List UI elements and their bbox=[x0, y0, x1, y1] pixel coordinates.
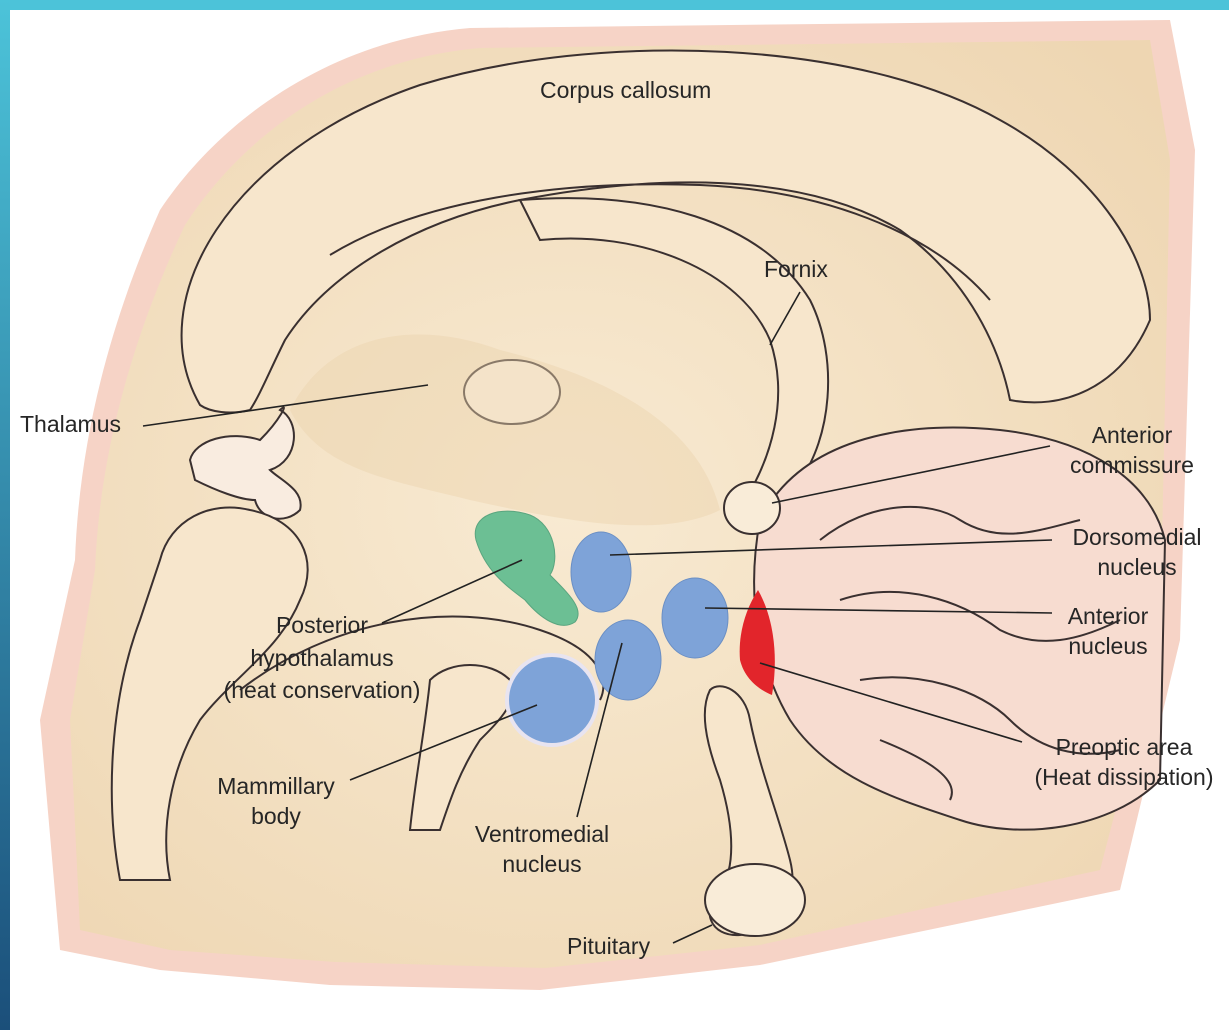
label-mammillary-line1: Mammillary bbox=[217, 773, 335, 799]
anterior-commissure-shape bbox=[724, 482, 780, 534]
label-anterior-commissure-line1: Anterior bbox=[1092, 422, 1173, 448]
label-thalamus: Thalamus bbox=[20, 411, 121, 437]
mammillary-body-region bbox=[507, 655, 597, 745]
anterior-nucleus-region bbox=[662, 578, 728, 658]
label-ventromedial-line1: Ventromedial bbox=[475, 821, 609, 847]
pituitary-shape bbox=[705, 864, 805, 936]
label-anterior-commissure-line2: commissure bbox=[1070, 452, 1194, 478]
label-dorsomedial-line2: nucleus bbox=[1097, 554, 1176, 580]
label-ventromedial-line2: nucleus bbox=[502, 851, 581, 877]
ventromedial-nucleus-region bbox=[595, 620, 661, 700]
label-posterior-hypothalamus-line3: (heat conservation) bbox=[224, 677, 421, 703]
dorsomedial-nucleus-region bbox=[571, 532, 631, 612]
label-mammillary-line2: body bbox=[251, 803, 301, 829]
label-fornix: Fornix bbox=[764, 256, 828, 282]
label-pituitary: Pituitary bbox=[567, 933, 651, 959]
label-posterior-hypothalamus-line2: hypothalamus bbox=[250, 645, 393, 671]
label-dorsomedial-line1: Dorsomedial bbox=[1072, 524, 1201, 550]
label-posterior-hypothalamus-line1: Posterior bbox=[276, 612, 368, 638]
label-anterior-nucleus-line2: nucleus bbox=[1068, 633, 1147, 659]
label-corpus-callosum: Corpus callosum bbox=[540, 77, 711, 103]
label-anterior-nucleus-line1: Anterior bbox=[1068, 603, 1149, 629]
label-preoptic-line1: Preoptic area bbox=[1056, 734, 1193, 760]
label-preoptic-line2: (Heat dissipation) bbox=[1035, 764, 1214, 790]
